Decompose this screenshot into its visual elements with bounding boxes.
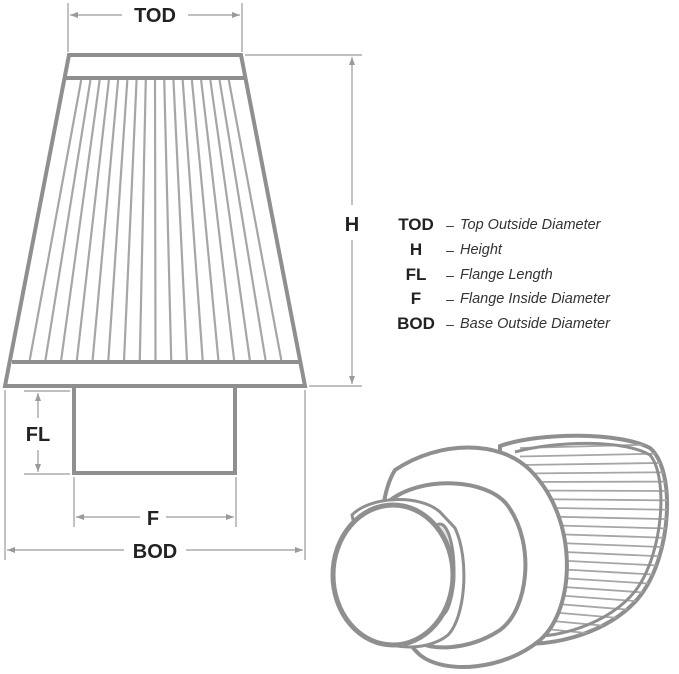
filter-pleats — [28, 79, 283, 361]
dim-label-bod: BOD — [133, 541, 177, 563]
legend-item: F –Flange Inside Diameter — [392, 287, 674, 312]
pleat-line — [163, 79, 173, 361]
legend-abbreviation: FL — [405, 264, 427, 284]
legend-abbreviation: TOD — [398, 215, 434, 235]
pleat-line — [75, 79, 110, 361]
legend-separator: – — [446, 217, 454, 234]
legend-item: H –Height — [392, 238, 674, 263]
dim-label-tod: TOD — [134, 5, 176, 27]
pleat-line — [44, 79, 92, 361]
pleat-line — [200, 79, 236, 361]
pleat-line — [227, 79, 283, 361]
pleat-line — [28, 79, 83, 361]
flange-outline — [72, 384, 237, 475]
legend-description: Top Outside Diameter — [460, 217, 601, 234]
perspective-pleat-line — [519, 471, 668, 475]
legend-description: Height — [460, 242, 502, 259]
legend-item: BOD–Base Outside Diameter — [392, 312, 674, 337]
dimension-lines — [4, 3, 362, 560]
pleat-line — [181, 79, 204, 361]
legend-item: TOD–Top Outside Diameter — [392, 213, 674, 238]
legend-abbreviation: BOD — [397, 314, 435, 334]
dim-label-h: H — [345, 214, 359, 236]
filter-elevation — [2, 53, 308, 475]
pleat-line — [153, 79, 157, 361]
pleat-line — [172, 79, 189, 361]
legend-description: Base Outside Diameter — [460, 316, 610, 333]
pleat-line — [107, 79, 129, 361]
dim-label-f: F — [147, 508, 159, 530]
perspective-flange-opening — [330, 502, 456, 648]
pleat-line — [190, 79, 220, 361]
legend-item: FL –Flange Length — [392, 262, 674, 287]
legend-separator: – — [446, 266, 454, 283]
dimension-arrows — [7, 12, 355, 553]
pleat-line — [138, 79, 147, 361]
pleat-line — [91, 79, 120, 361]
perspective-base-cap-front — [386, 481, 528, 650]
legend-description: Flange Length — [460, 266, 553, 283]
legend-separator: – — [446, 291, 454, 308]
dim-label-fl: FL — [26, 424, 50, 446]
legend-abbreviation: F — [410, 289, 422, 309]
pleat-line — [209, 79, 251, 361]
legend-separator: – — [446, 242, 454, 259]
pleat-line — [122, 79, 138, 361]
legend-abbreviation: H — [409, 240, 423, 260]
perspective-pleat-rim — [514, 441, 663, 639]
legend-description: Flange Inside Diameter — [460, 291, 610, 308]
legend-separator: – — [446, 316, 454, 333]
pleat-line — [218, 79, 267, 361]
perspective-pleat-line — [519, 461, 668, 466]
pleat-line — [60, 79, 101, 361]
filter-perspective-view — [330, 433, 670, 669]
